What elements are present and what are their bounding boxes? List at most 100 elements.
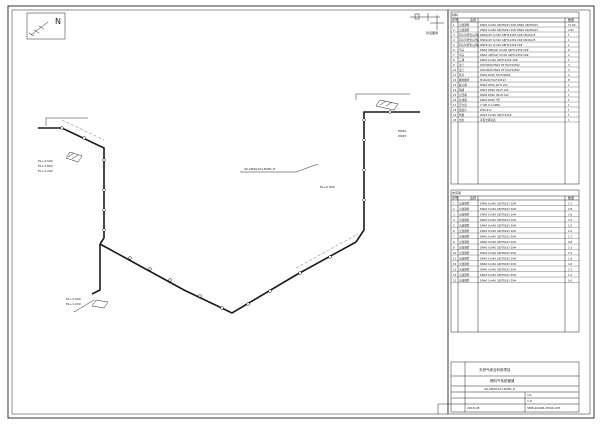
materials-cell-qty: 1: [568, 93, 570, 97]
materials-cell-no: 12: [453, 78, 457, 82]
supports-cell-no: 5: [453, 223, 455, 227]
materials-cell-qty: 1: [568, 38, 570, 42]
materials-cell-spec: DN40 45E(LR) Sch40 GB/T12459 20#: [480, 53, 529, 57]
materials-cell-spec: Y-100 0-1.6MPa: [480, 103, 500, 107]
pipe-fitting: [168, 278, 172, 282]
materials-cell-spec: DN40 90E(LR) Sch40 GB/T12459 20#: [480, 48, 529, 52]
supports-cell-name: 无缝钢管: [459, 256, 470, 260]
supports-cell-qty: 2.0: [568, 229, 572, 233]
materials-cell-no: 6: [453, 48, 455, 52]
materials-cell-name: 同心异径管(对焊): [459, 33, 479, 37]
supports-cell-name: 无缝钢管: [459, 229, 470, 233]
supports-cell-qty: 2.8: [568, 207, 572, 211]
supports-cell-qty: 1.2: [568, 234, 572, 238]
supports-cell-qty: 1.0: [568, 273, 572, 277]
pipe-run-left: [38, 127, 105, 245]
materials-col-qty: 数量: [568, 17, 574, 22]
materials-cell-name: 垫片: [459, 73, 465, 77]
materials-cell-no: 9: [453, 63, 455, 67]
supports-cell-qty: 0.6: [568, 278, 572, 282]
materials-cell-no: 1: [453, 23, 455, 27]
anchor-hatch-right: [375, 99, 399, 111]
supports-cell-name: 无缝钢管: [459, 201, 470, 205]
supports-table: [450, 189, 580, 333]
supports-cell-name: 无缝钢管: [459, 251, 470, 255]
dim-line-low: [73, 299, 95, 313]
title-block: 天然气综合利用项目 燃料气系统管道 40-AM20101-B2B1-H 1/1 …: [437, 361, 580, 414]
materials-cell-spec: M16x90 HG/T20613: [480, 78, 506, 82]
supports-cell-name: 无缝钢管: [459, 223, 470, 227]
materials-cell-no: 3: [453, 33, 455, 37]
materials-cell-no: 15: [453, 93, 457, 97]
materials-cell-name: 弯头: [459, 48, 465, 52]
line-tag: 40-AM20101-B2B1-H: [244, 167, 275, 171]
materials-cell-spec: DN25 PN16 Q41F-16C: [480, 88, 509, 92]
pipe-fitting: [82, 136, 86, 140]
materials-cell-spec: 详见支吊架表: [480, 118, 496, 122]
materials-cell-spec: DN40 PN16 H41H-16C: [480, 93, 509, 97]
materials-cell-qty: 12.00: [568, 23, 576, 27]
supports-cell-no: 7: [453, 234, 455, 238]
north-label: N: [55, 17, 61, 26]
materials-cell-spec: DN25 Sch40 GB/T12459: [480, 113, 512, 117]
supports-cell-qty: 2.5: [568, 251, 572, 255]
pipe-fitting: [388, 110, 392, 114]
pipe-fitting: [148, 267, 152, 271]
materials-cell-qty: 1: [568, 108, 570, 112]
pipe-fitting: [220, 306, 224, 310]
supports-cell-no: 12: [453, 262, 457, 266]
supports-cell-qty: 4.2: [568, 218, 572, 222]
supports-cell-no: 13: [453, 267, 457, 271]
drawing-date: 2018.08: [467, 406, 479, 410]
supports-cell-qty: 1.6: [568, 256, 572, 260]
supports-cell-name: 无缝钢管: [459, 278, 470, 282]
supports-cell-qty: 3.6: [568, 212, 572, 216]
supports-cell-spec: DN40 Sch40 GB/T8163 20#: [480, 223, 516, 227]
materials-cell-qty: 8: [568, 48, 570, 52]
materials-cell-qty: 4: [568, 63, 570, 67]
materials-cell-no: 19: [453, 113, 457, 117]
pipe-run-spur: [91, 244, 101, 295]
supports-cell-name: 无缝钢管: [459, 267, 470, 271]
materials-cell-qty: 1: [568, 103, 570, 107]
sheet-number: 1/1: [527, 393, 532, 397]
pipe-fitting: [298, 271, 302, 275]
materials-cell-name: 法兰: [459, 68, 465, 72]
supports-cell-name: 无缝钢管: [459, 212, 470, 216]
materials-cell-name: 管帽: [459, 113, 465, 117]
supports-cell-qty: 5.0: [568, 223, 572, 227]
materials-cell-no: 14: [453, 88, 457, 92]
materials-cell-qty: 1: [568, 98, 570, 102]
centerline-1: [61, 119, 105, 141]
supports-cell-no: 10: [453, 251, 457, 255]
materials-cell-spec: DN40 PN16 Y型: [480, 98, 500, 102]
materials-cell-spec: DN40 Sch40 GB/T8163 20# DN40 GB/T8163: [480, 23, 538, 27]
materials-cell-qty: 1: [568, 113, 570, 117]
supports-cell-no: 14: [453, 273, 457, 277]
pipe-fitting: [60, 126, 64, 130]
pipe-legend: 管道图例: [410, 13, 444, 35]
pipe-fitting: [198, 294, 202, 298]
materials-cell-name: 温度计: [459, 108, 467, 112]
supports-cell-qty: 1.5: [568, 201, 572, 205]
pipe-fitting: [328, 255, 332, 259]
materials-rows: 1 无缝钢管 DN40 Sch40 GB/T8163 20# DN40 GB/T81…: [451, 23, 579, 123]
materials-cell-name: 无缝钢管: [459, 28, 470, 32]
materials-cell-no: 17: [453, 103, 457, 107]
supports-cell-spec: DN40 Sch40 GB/T8163 20#: [480, 245, 516, 249]
materials-cell-name: 法兰: [459, 63, 465, 67]
materials-cell-name: 球阀: [459, 88, 465, 92]
supports-cell-no: 2: [453, 207, 455, 211]
legend-caption: 管道图例: [426, 30, 438, 35]
elev-label-1: EL+4.500: [38, 159, 53, 163]
materials-col-no: 序号: [452, 17, 458, 22]
pipe-fitting: [102, 228, 106, 232]
pipe-fitting: [102, 158, 106, 162]
materials-cell-qty: 1: [568, 58, 570, 62]
supports-cell-spec: DN40 Sch40 GB/T8163 20#: [480, 212, 516, 216]
line-number: 40-AM20101-B2B1-H: [484, 387, 515, 391]
elev-label-4: EL+2.500: [66, 297, 81, 301]
